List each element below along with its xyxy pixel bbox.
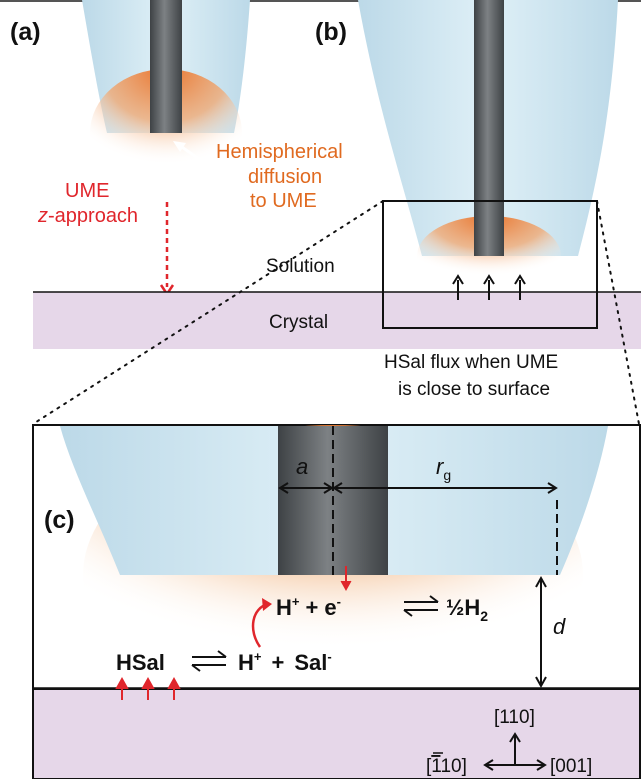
reaction-bottom-reactant: HSal (116, 650, 165, 675)
distance-d-label: d (553, 614, 566, 639)
hsal-flux-arrows (115, 676, 181, 700)
axis-up-label: [110] (494, 707, 535, 728)
panel-a-label: (a) (10, 18, 41, 46)
crystal-label: Crystal (269, 312, 328, 333)
diffusion-pointer-arrowhead (173, 141, 186, 152)
rg-dimension-arrow (332, 482, 558, 494)
zoom-connector-left (32, 200, 384, 425)
solution-label: Solution (266, 256, 335, 277)
d-dimension-arrow (535, 575, 547, 689)
approach-text-line1: UME (65, 180, 109, 202)
panel-a-electrode (150, 0, 182, 133)
panel-b-electrode (474, 0, 504, 256)
reaction-bottom-products: H++Sal- (238, 649, 332, 675)
diffusion-text-line3: to UME (250, 190, 317, 212)
panel-a: (a) Hemispherical diffusion to UME UME z… (0, 0, 641, 297)
radius-a-label: a (296, 454, 308, 479)
flux-caption-line1: HSal flux when UME (384, 352, 558, 373)
radius-rg-label: rg (436, 454, 451, 483)
diffusion-text-line1: Hemispherical (216, 141, 343, 163)
electron-arrowhead (340, 580, 352, 592)
axis-right-label: [001] (550, 756, 592, 777)
panel-c: a rg (c) d H++e- ½H2 H (32, 424, 641, 779)
approach-text-line2: z-approach (37, 205, 138, 227)
diffusion-pointer-arrow (178, 143, 227, 180)
zoom-box (382, 200, 598, 329)
zoom-connector-right (596, 200, 640, 425)
reaction-top: H++e- (276, 594, 341, 620)
proton-transfer-arrowhead (262, 598, 272, 611)
panel-b: (b) Solution Crystal HSal flux when UME … (266, 0, 618, 400)
crystal-strip-top (33, 292, 641, 349)
panel-b-label: (b) (315, 18, 347, 46)
equilibrium-arrows-top (403, 595, 439, 617)
diffusion-text-line2: diffusion (248, 166, 322, 188)
flux-caption-line2: is close to surface (398, 379, 550, 400)
a-dimension-arrow (278, 482, 334, 494)
flux-arrows (452, 274, 526, 300)
axis-left-label: [110] (426, 756, 467, 777)
crystal-axes (483, 732, 547, 771)
equilibrium-arrows-bottom (191, 650, 227, 672)
panel-c-label: (c) (44, 506, 75, 534)
reaction-top-product: ½H2 (446, 595, 488, 624)
